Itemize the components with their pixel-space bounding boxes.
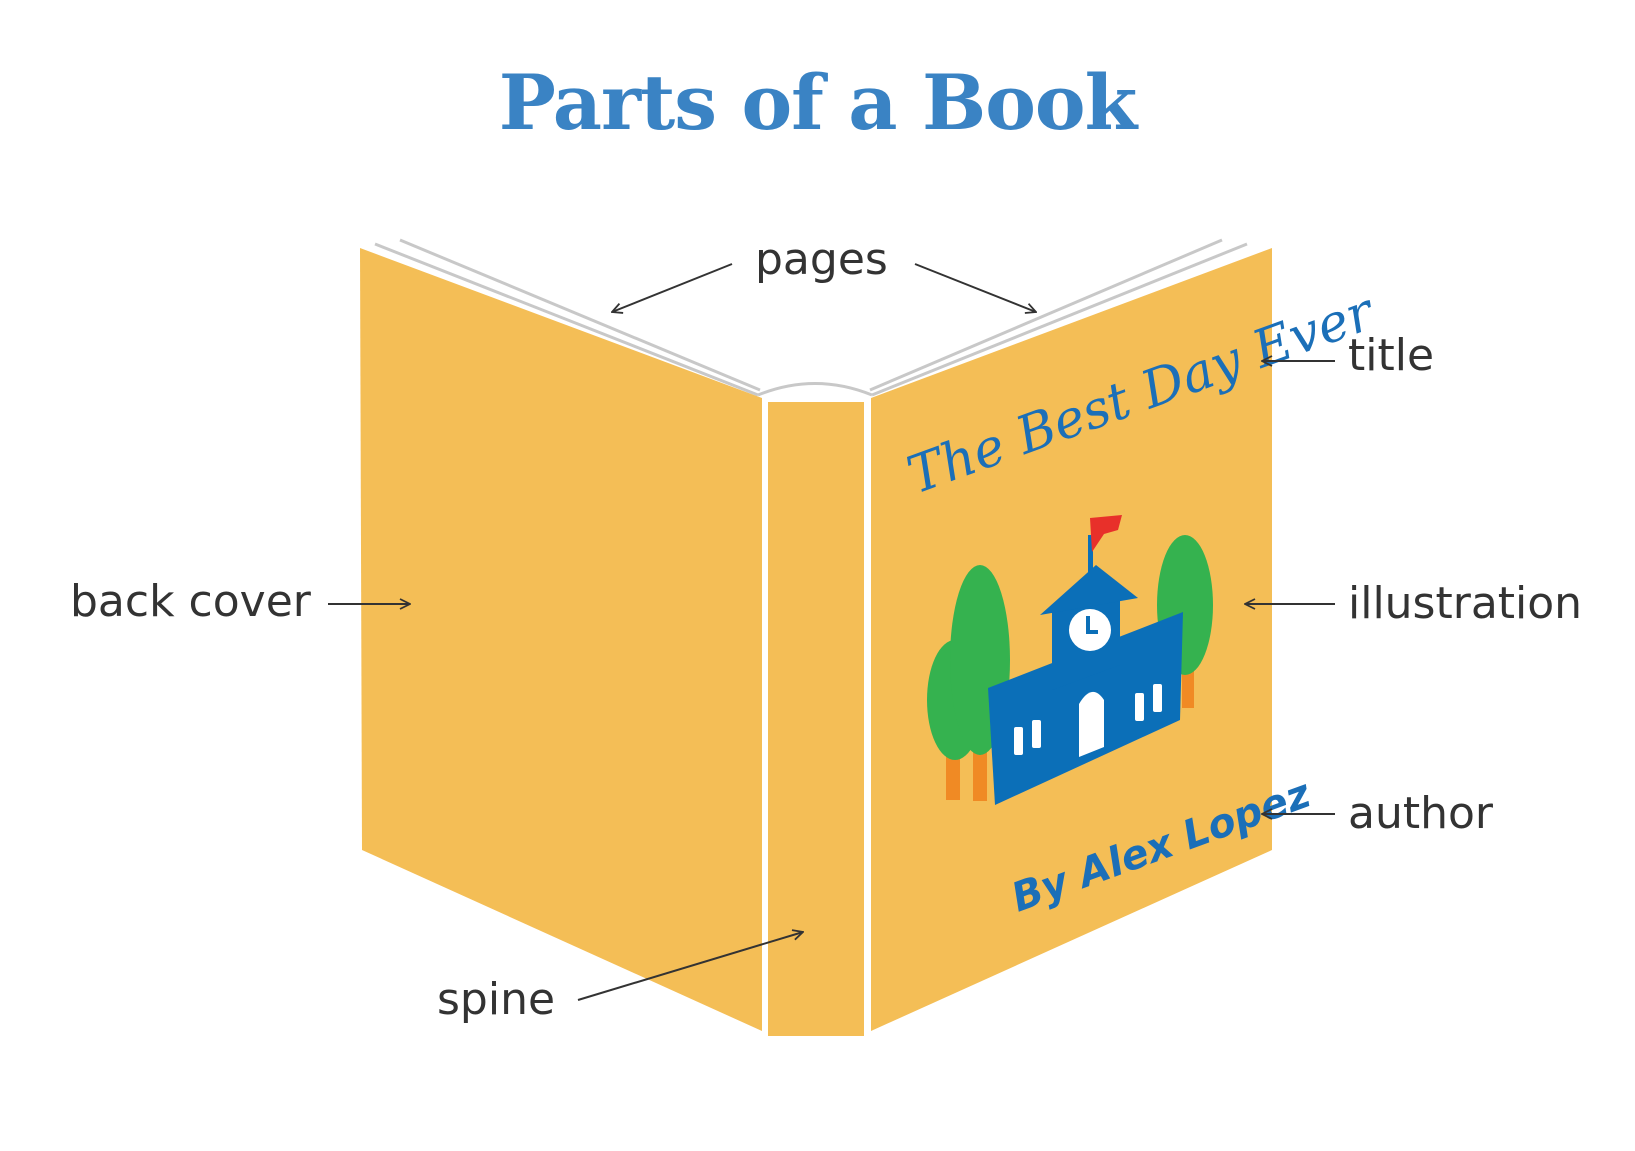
back-cover	[360, 248, 762, 1031]
window	[1032, 720, 1041, 748]
label-spine: spine	[437, 974, 556, 1025]
label-arrows	[328, 263, 1335, 1001]
page-edge-left-2	[399, 238, 761, 392]
label-author: author	[1348, 788, 1493, 839]
spine	[768, 402, 864, 1036]
page-edge-right-2	[869, 238, 1223, 392]
window	[1153, 684, 1162, 712]
school-illustration	[927, 515, 1213, 805]
page-edge-right-1	[871, 242, 1248, 397]
label-back-cover: back cover	[70, 576, 311, 627]
label-pages: pages	[755, 234, 888, 285]
page-curve	[757, 382, 873, 397]
arrow-pages-left	[612, 263, 733, 312]
page-title: Parts of a Book	[498, 58, 1138, 147]
arrow-pages-right	[914, 263, 1036, 312]
label-title: title	[1348, 330, 1435, 381]
arrow-spine	[577, 932, 803, 1001]
school-door	[1079, 691, 1104, 757]
page-edge-left-1	[374, 242, 759, 397]
label-illustration: illustration	[1348, 578, 1583, 629]
flag-pole	[1088, 535, 1093, 575]
flag-icon	[1090, 515, 1122, 552]
school-roof	[1040, 565, 1138, 615]
pages	[374, 238, 1248, 397]
window	[1014, 727, 1023, 755]
window	[1135, 693, 1144, 721]
